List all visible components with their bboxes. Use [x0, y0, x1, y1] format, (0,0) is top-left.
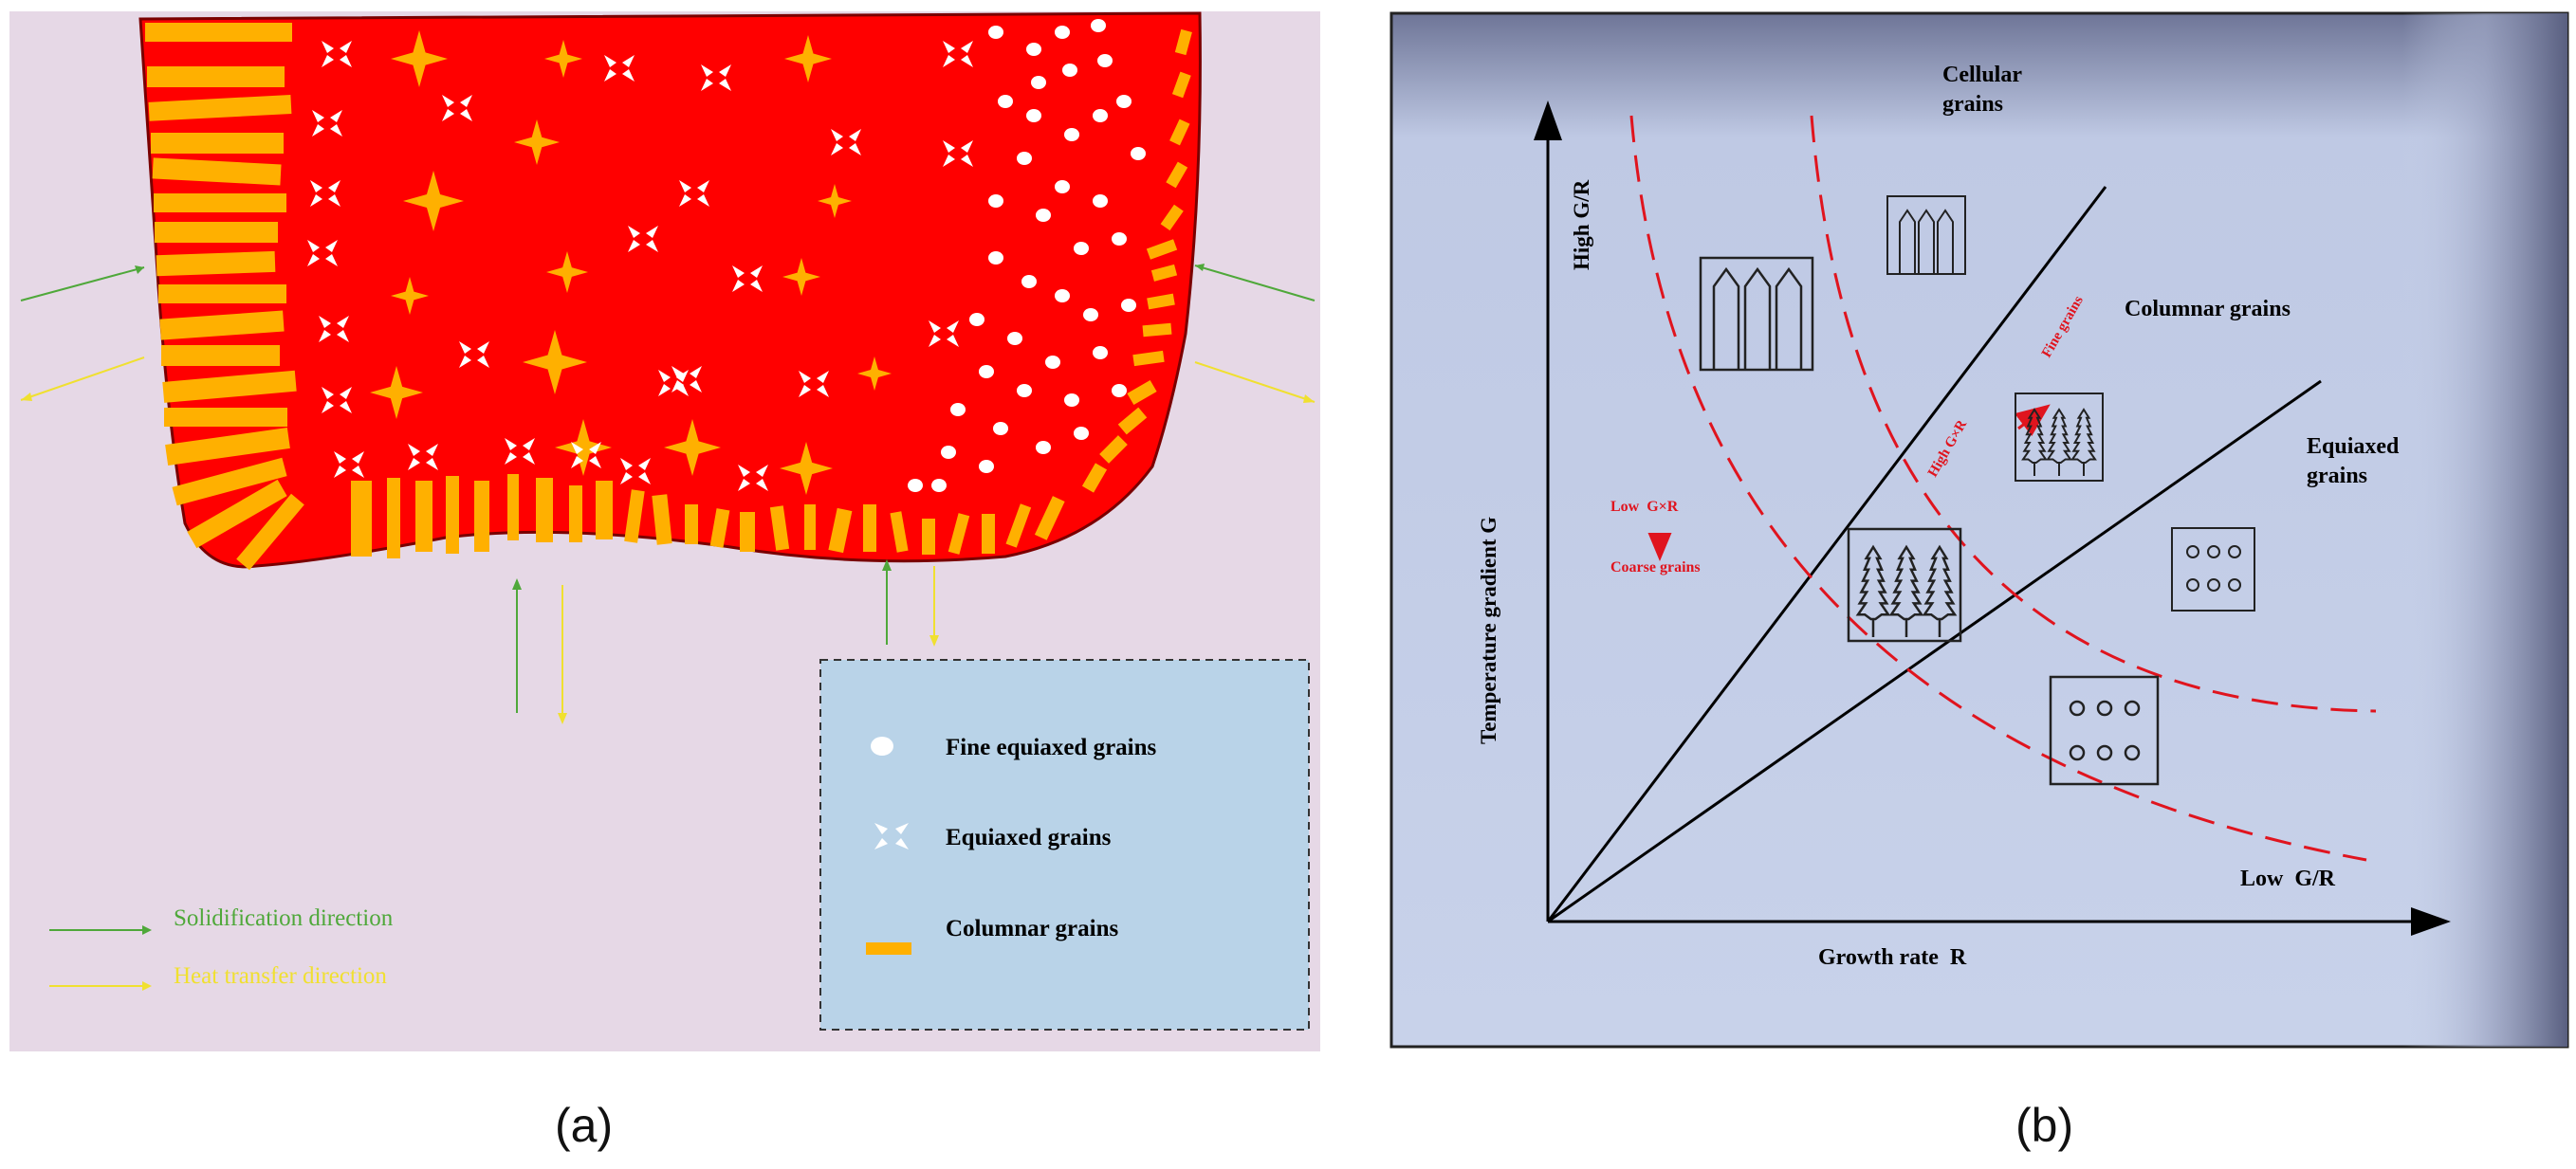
panel-a-diagram: [9, 11, 1320, 1051]
cellular-grains-label: Cellular grains: [1942, 63, 2022, 117]
equiaxed-grain-clusters: [307, 41, 973, 491]
coarse-grains-label: Coarse grains: [1610, 559, 1701, 575]
heat-transfer-direction-label: Heat transfer direction: [174, 963, 387, 989]
equiaxed-grains-label: Equiaxed grains: [2307, 434, 2400, 488]
columnar-grains-left: [145, 23, 304, 571]
cellular-icon-large: [1699, 256, 1814, 372]
x-axis-label: Growth rate R: [1818, 945, 1967, 970]
equiaxed-icon-small: [2171, 527, 2255, 612]
legend-equiaxed-label: Equiaxed grains: [946, 825, 1112, 850]
caption-a: (a): [555, 1099, 614, 1152]
high-gr-label: High G/R: [1570, 179, 1593, 270]
equiaxed-icon-large: [2049, 675, 2160, 786]
four-point-stars: [370, 30, 892, 495]
caption-b: (b): [2015, 1099, 2074, 1152]
columnar-legend-swatch: [866, 942, 911, 955]
columnar-grains-label: Columnar grains: [2125, 297, 2291, 321]
columnar-dendrite-icon-small: [2015, 393, 2104, 482]
low-gxr-label: Low G×R: [1610, 499, 1679, 515]
columnar-grains-right: [1081, 28, 1192, 493]
equiaxed-legend-swatch: [874, 823, 909, 849]
panel-b-diagram: [1389, 11, 2569, 1049]
columnar-grains-bottom: [351, 474, 1065, 558]
low-gr-label: Low G/R: [2240, 867, 2336, 891]
high-gxr-curve: [1810, 115, 2377, 713]
solidification-direction-label: Solidification direction: [174, 905, 394, 931]
high-gr-line: [1546, 186, 2107, 922]
fine-equiaxed-dots: [908, 19, 1146, 492]
legend-fine-equiaxed-label: Fine equiaxed grains: [946, 735, 1157, 760]
fine-equiaxed-legend-swatch: [871, 737, 893, 756]
legend-columnar-label: Columnar grains: [946, 916, 1119, 941]
columnar-dendrite-icon-large: [1847, 527, 1962, 643]
low-gr-line: [1547, 379, 2322, 923]
bottom-arrows: [512, 559, 939, 724]
cellular-icon-small: [1886, 195, 1966, 275]
melt-pool: [138, 11, 1202, 569]
low-gxr-curve: [1629, 115, 2367, 862]
side-arrows: [20, 264, 1316, 403]
y-axis-label: Temperature gradient G: [1477, 516, 1500, 744]
